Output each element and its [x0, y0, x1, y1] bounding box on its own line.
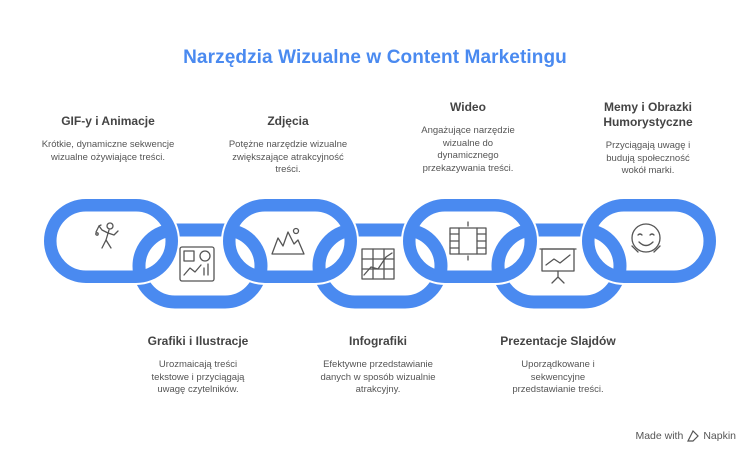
item-title: Zdjęcia: [267, 114, 309, 128]
item-title: Wideo: [450, 100, 486, 114]
video-film-icon: [449, 221, 487, 261]
item-title: Grafiki i Ilustracje: [147, 334, 249, 348]
footer-brand: Napkin: [703, 430, 736, 442]
diagram-title: Narzędzia Wizualne w Content Marketingu: [183, 47, 567, 68]
chain-link-bottom-1: [132, 223, 268, 309]
item-title: GIF-y i Animacje: [61, 114, 155, 128]
chain-link-bottom-3: [491, 223, 627, 309]
item-desc: Urozmaicają treści tekstowe i przyciągaj…: [151, 359, 245, 395]
item-memes: Memy i Obrazki Humorystyczne Przyciągają…: [568, 100, 728, 178]
meme-face-icon: [631, 223, 661, 253]
chain-link-bottom-2: [312, 223, 448, 309]
item-video: Wideo Angażujące narzędzie wizualne do d…: [388, 100, 548, 175]
item-desc: Potężne narzędzie wizualne zwiększające …: [228, 139, 348, 175]
footer-text: Made with: [635, 430, 684, 442]
item-desc: Efektywne przedstawianie danych w sposób…: [320, 359, 436, 395]
item-desc: Angażujące narzędzie wizualne do dynamic…: [421, 125, 515, 174]
chain-link-top-4: [581, 198, 717, 284]
item-desc: Przyciągają uwagę i budują społeczność w…: [605, 140, 691, 176]
infographic-chart-icon: [361, 248, 395, 280]
dashboard-icon: [179, 246, 215, 282]
item-graphics: Grafiki i Ilustracje Urozmaicają treści …: [118, 334, 278, 397]
item-desc: Krótkie, dynamiczne sekwencje wizualne o…: [41, 139, 175, 163]
item-gifs: GIF-y i Animacje Krótkie, dynamiczne sek…: [28, 114, 188, 164]
item-title: Memy i Obrazki Humorystyczne: [603, 100, 693, 129]
item-photos: Zdjęcia Potężne narzędzie wizualne zwięk…: [208, 114, 368, 177]
napkin-logo-icon: [687, 430, 700, 442]
dancing-figure-icon: [95, 222, 119, 249]
item-desc: Uporządkowane i sekwencyjne przedstawian…: [512, 359, 604, 395]
item-infographics: Infografiki Efektywne przedstawianie dan…: [298, 334, 458, 397]
photo-landscape-icon: [271, 227, 305, 255]
item-title: Prezentacje Slajdów: [500, 334, 616, 348]
napkin-footer[interactable]: Made with Napkin: [635, 430, 736, 442]
presentation-board-icon: [539, 248, 577, 284]
item-title: Infografiki: [348, 334, 407, 348]
item-slides: Prezentacje Slajdów Uporządkowane i sekw…: [478, 334, 638, 397]
